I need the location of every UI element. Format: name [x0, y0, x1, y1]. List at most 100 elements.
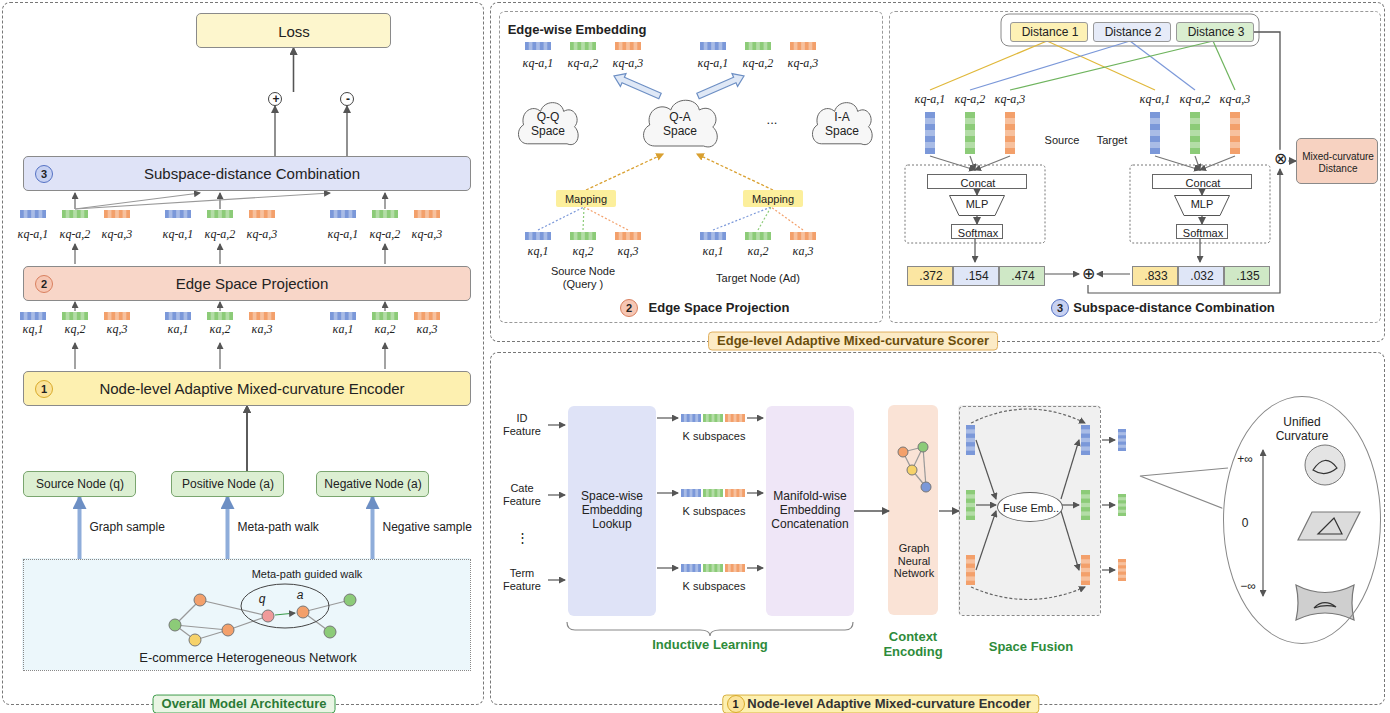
drawing-stroke — [176, 312, 180, 320]
connector-arrow — [274, 106, 275, 156]
node-text: −∞ — [1240, 580, 1256, 594]
drawing-stroke — [1150, 142, 1160, 148]
drawing-stroke — [626, 42, 630, 50]
text-label: ID Feature — [499, 412, 545, 437]
drawing-stroke — [925, 142, 935, 148]
drawing-stroke — [115, 210, 119, 218]
curvature-label: κa,3 — [793, 245, 814, 259]
curvature-label: κq-a,2 — [1180, 93, 1211, 107]
drawing-stroke — [1130, 165, 1270, 243]
connector-arrow — [854, 510, 889, 511]
drawing-stroke — [971, 587, 1085, 600]
edge-label: Meta-path walk — [236, 521, 321, 535]
node-text: MLP — [1191, 198, 1214, 211]
curvature-label: κq,2 — [65, 323, 86, 337]
node-text: .833 — [1144, 270, 1167, 284]
drawing-stroke — [684, 489, 687, 497]
node-text: Edge-wise Embedding — [508, 23, 647, 38]
drawing-stroke — [184, 210, 188, 218]
curvature-label: κa,1 — [703, 245, 724, 259]
drawing-stroke — [925, 118, 935, 124]
drawing-stroke — [570, 42, 596, 50]
drawing-stroke — [1199, 238, 1200, 262]
drawing-stroke — [749, 42, 753, 50]
text-label: K subspaces — [683, 430, 746, 443]
concat-box: Concat — [1152, 174, 1252, 189]
drawing-stroke — [384, 193, 385, 209]
drawing-stroke — [907, 465, 917, 475]
drawing-stroke — [1102, 504, 1115, 505]
node-text: Fuse Emb.. — [1003, 502, 1059, 515]
node-text: Meta-path guided walk — [252, 568, 363, 581]
sign-circle: + — [268, 92, 282, 106]
trapezoid-outline — [950, 196, 1005, 216]
fuse-ellipse: Fuse Emb.. — [997, 492, 1063, 522]
weight-cell: .474 — [999, 266, 1045, 286]
node-text: Negative Node (a) — [324, 478, 421, 492]
drawing-stroke — [74, 343, 75, 369]
drawing-stroke — [219, 193, 220, 209]
drawing-stroke — [39, 210, 43, 218]
drawing-stroke — [690, 564, 693, 572]
drawing-stroke — [703, 414, 723, 422]
node-text: Space Fusion — [989, 640, 1074, 655]
curvature-label: κq-a,1 — [163, 228, 194, 242]
drawing-stroke — [809, 42, 813, 50]
module-box: Space-wise Embedding Lookup — [568, 406, 656, 616]
panel: Overall Model ArchitectureLoss+-3Subspac… — [2, 2, 484, 705]
curvature-label: κa,2 — [748, 245, 769, 259]
drawing-stroke — [1213, 41, 1235, 90]
connector-arrow — [976, 189, 977, 195]
drawing-stroke — [966, 568, 975, 572]
connector-arrow — [246, 406, 247, 471]
drawing-stroke — [747, 492, 763, 493]
drawing-stroke — [711, 232, 715, 240]
drawing-stroke — [123, 312, 127, 320]
connector-arrow — [697, 154, 773, 190]
callout-number: 1 — [35, 380, 53, 398]
drawing-stroke — [771, 207, 803, 230]
drawing-stroke — [74, 193, 75, 209]
drawing-stroke — [218, 312, 222, 320]
drawing-stroke — [1005, 112, 1015, 154]
drawing-stroke — [384, 343, 385, 369]
drawing-stroke — [976, 511, 996, 570]
drawing-stroke — [794, 42, 798, 50]
drawing-stroke — [574, 232, 578, 240]
drawing-stroke — [249, 210, 275, 218]
drawing-stroke — [681, 489, 701, 497]
text-label: ⊗ — [1272, 150, 1289, 168]
drawing-stroke — [695, 489, 698, 497]
drawing-stroke — [536, 42, 540, 50]
drawing-stroke — [930, 156, 975, 170]
drawing-stroke — [253, 312, 257, 320]
drawing-stroke — [966, 490, 975, 520]
callout-number: 3 — [1051, 299, 1069, 317]
drawing-stroke — [22, 558, 470, 670]
drawing-stroke — [194, 594, 206, 606]
drawing-stroke — [965, 130, 975, 136]
drawing-stroke — [73, 210, 77, 218]
node-text: +∞ — [1237, 453, 1253, 467]
drawing-stroke — [965, 142, 975, 148]
module-box: Manifold-wise Embedding Concatenation — [766, 406, 854, 616]
curvature-label: κq-a,3 — [412, 228, 443, 242]
drawing-stroke — [1118, 510, 1126, 513]
loss-box: Loss — [196, 13, 391, 48]
drawing-stroke — [241, 584, 329, 628]
drawing-stroke — [544, 42, 548, 50]
drawing-stroke — [690, 489, 693, 497]
text-label: Context Encoding — [877, 630, 949, 660]
drawing-stroke — [211, 312, 215, 320]
node-text: + — [272, 93, 279, 107]
drawing-stroke — [888, 405, 938, 615]
curvature-label: κq,1 — [528, 245, 549, 259]
drawing-stroke — [966, 559, 975, 563]
drawing-stroke — [589, 232, 593, 240]
drawing-stroke — [706, 489, 709, 497]
drawing-stroke — [384, 302, 385, 311]
input-node: Source Node (q) — [23, 471, 136, 497]
drawing-stroke — [525, 42, 551, 50]
drawing-stroke — [976, 440, 996, 499]
callout-number: 2 — [35, 275, 53, 293]
